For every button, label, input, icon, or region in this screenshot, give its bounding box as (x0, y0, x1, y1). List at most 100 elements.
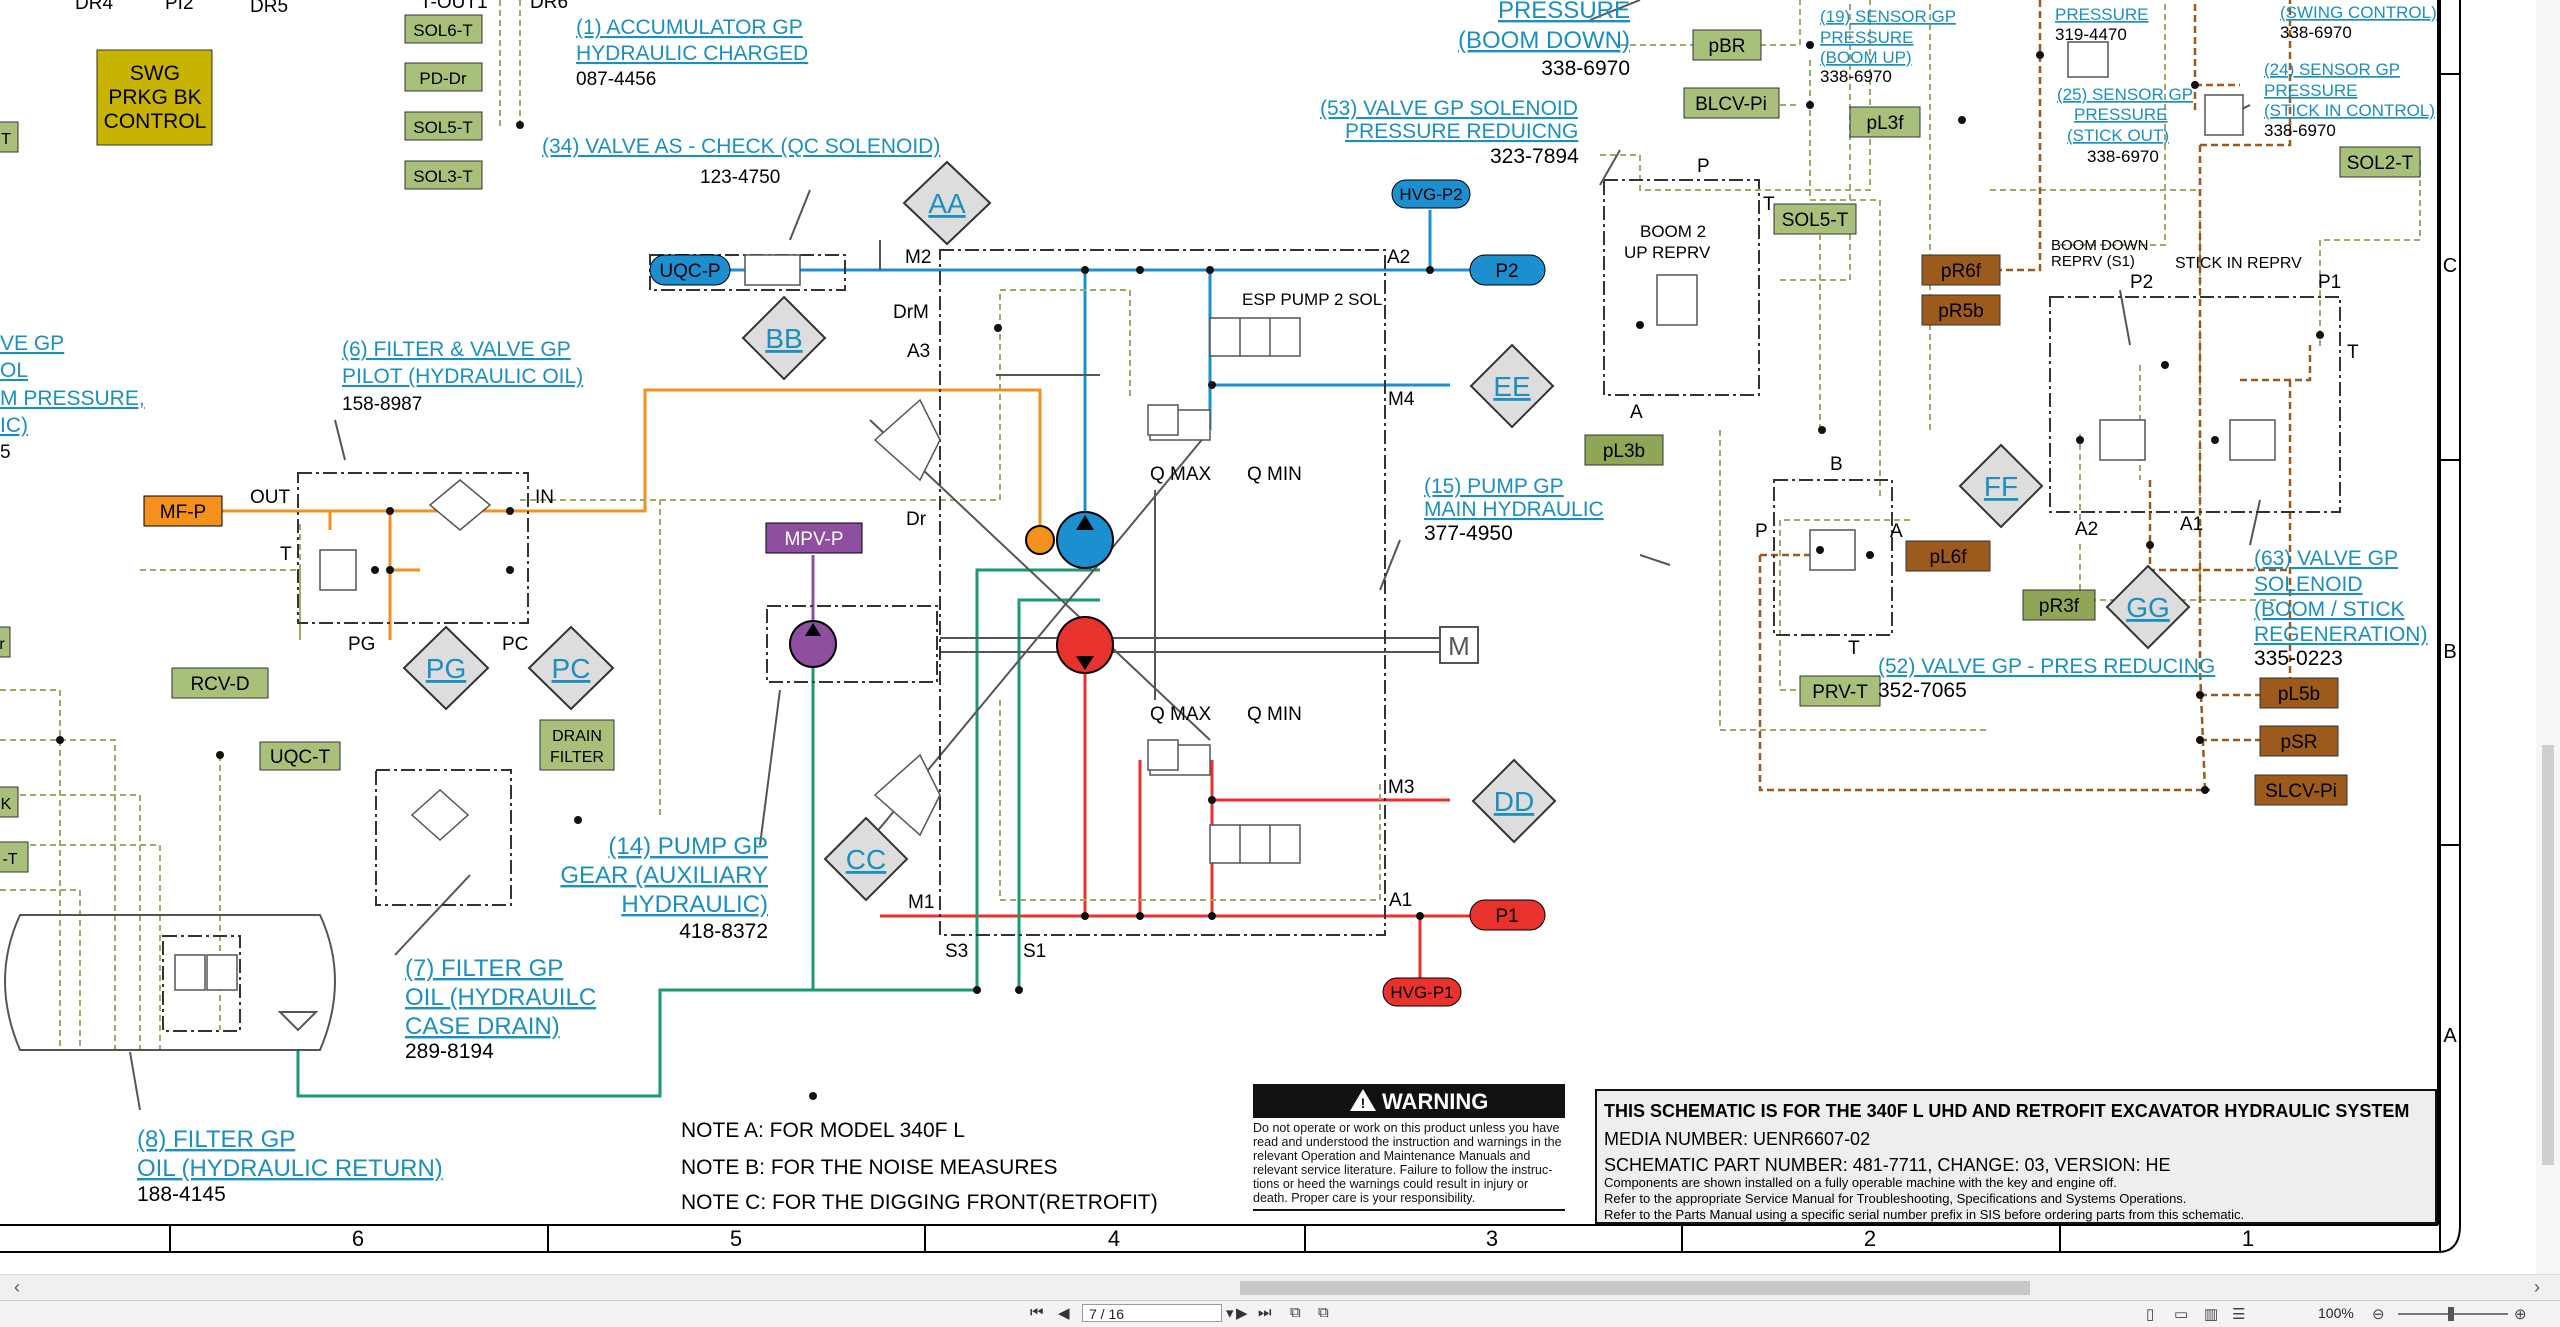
facing-pages-icon[interactable]: ▥ (2204, 1306, 2219, 1323)
component-labels: DR4 PI2 DR5 T-OUT1 DR6 (1) ACCUMULATOR G… (0, 0, 2437, 1214)
warning-title: WARNING (1382, 1089, 1488, 1114)
svg-text:IC)[interactable]: IC) (0, 414, 28, 437)
svg-text:P2: P2 (2130, 272, 2153, 293)
label-filter-6[interactable]: (6) FILTER & VALVE GP (342, 338, 571, 361)
svg-text:HYDRAULIC CHARGED[interactable]: HYDRAULIC CHARGED (576, 42, 808, 65)
label-filter-7[interactable]: (7) FILTER GP (405, 955, 563, 982)
svg-text:GEAR (AUXILIARY[interactable]: GEAR (AUXILIARY (560, 862, 768, 889)
continuous-page-icon[interactable]: ▭ (2174, 1306, 2189, 1323)
svg-text:T: T (1848, 638, 1860, 659)
svg-text:S1: S1 (1023, 941, 1046, 962)
port-p2: P2 (1495, 261, 1518, 282)
red-lines (880, 650, 1480, 988)
svg-text:REPRV (S1): REPRV (S1) (2051, 253, 2135, 270)
svg-text:Components are shown installed: Components are shown installed on a full… (1604, 1175, 2117, 1190)
svg-text:M PRESSURE,[interactable]: M PRESSURE, (0, 387, 145, 410)
svg-text:T: T (280, 544, 292, 565)
tag-pr6f: pR6f (1941, 261, 1982, 282)
label-valve-34[interactable]: (34) VALVE AS - CHECK (QC SOLENOID) (542, 135, 940, 158)
svg-text:PILOT (HYDRAULIC OIL)[interactable]: PILOT (HYDRAULIC OIL) (342, 365, 583, 388)
svg-text:MAIN HYDRAULIC[interactable]: MAIN HYDRAULIC (1424, 498, 1604, 521)
last-page-icon[interactable]: ⏭ (1258, 1304, 1272, 1321)
label-pump-15[interactable]: (15) PUMP GP (1424, 475, 1564, 498)
svg-text:BOOM DOWN: BOOM DOWN (2051, 237, 2149, 254)
svg-text:PRESSURE[interactable]: PRESSURE (1820, 28, 1914, 47)
tag-sol6-t: SOL6-T (413, 21, 473, 40)
svg-text:(SWING CONTROL)[interactable]: (SWING CONTROL) (2280, 3, 2437, 22)
svg-text:SOLENOID[interactable]: SOLENOID (2254, 573, 2363, 596)
page-dropdown-icon[interactable]: ▾ (1226, 1305, 1234, 1322)
tag-pd-dr: PD-Dr (419, 69, 467, 88)
note-c: NOTE C: FOR THE DIGGING FRONT(RETROFIT) (681, 1191, 1158, 1214)
tag-sol3-t: SOL3-T (413, 167, 473, 186)
continuous-facing-icon[interactable]: ☰ (2232, 1306, 2246, 1323)
schematic-part-number: SCHEMATIC PART NUMBER: 481-7711, CHANGE:… (1604, 1155, 2171, 1175)
viewer-status-bar: ⏮ ◀ 7 / 16 ▾ ▶ ⏭ ⧉ ⧉ ▯ ▭ ▥ ☰ 100% ⊖ ⊕ (0, 1300, 2560, 1327)
scroll-left-icon[interactable]: ‹ (14, 1277, 20, 1297)
zoom-slider-handle[interactable] (2448, 1307, 2454, 1321)
zoom-in-icon[interactable]: ⊕ (2514, 1306, 2527, 1323)
single-page-icon[interactable]: ▯ (2146, 1306, 2155, 1323)
tag-slcv-pi: SLCV-Pi (2265, 781, 2337, 802)
svg-text:read and understood the instru: read and understood the instruction and … (1253, 1135, 1562, 1149)
svg-text:!: ! (1361, 1095, 1366, 1111)
horizontal-scrollbar[interactable]: ‹ › (0, 1274, 2560, 1301)
tag-pr3f: pR3f (2039, 596, 2080, 617)
copy-view-icon[interactable]: ⧉ (1290, 1304, 1301, 1321)
svg-text:PRESSURE[interactable]: PRESSURE (2074, 105, 2168, 124)
svg-text:(STICK IN CONTROL)[interactable]: (STICK IN CONTROL) (2264, 101, 2435, 120)
zoom-level[interactable]: 100% (2318, 1305, 2354, 1321)
svg-text:Do not operate or work on this: Do not operate or work on this product u… (1253, 1121, 1559, 1135)
svg-text:OIL (HYDRAULIC RETURN)[interactable]: OIL (HYDRAULIC RETURN) (137, 1155, 443, 1182)
label-valve-52[interactable]: (52) VALVE GP - PRES REDUCING (1878, 655, 2215, 678)
label-sensor-19[interactable]: (19) SENSOR GP (1820, 7, 1956, 26)
diamond-aa: AA (928, 188, 966, 219)
svg-text:(STICK OUT)[interactable]: (STICK OUT) (2067, 126, 2169, 145)
svg-text:(BOOM UP)[interactable]: (BOOM UP) (1820, 48, 1912, 67)
next-page-icon[interactable]: ▶ (1236, 1305, 1248, 1322)
prev-page-icon[interactable]: ◀ (1058, 1305, 1070, 1322)
svg-text:PRESSURE[interactable]: PRESSURE (1498, 0, 1630, 24)
scroll-right-icon[interactable]: › (2534, 1277, 2540, 1297)
svg-text:PRESSURE REDUICNG[interactable]: PRESSURE REDUICNG (1345, 120, 1578, 143)
label-valve-63[interactable]: (63) VALVE GP (2254, 547, 2398, 570)
svg-text:P: P (1755, 521, 1768, 542)
schematic-heading: THIS SCHEMATIC IS FOR THE 340F L UHD AND… (1604, 1101, 2409, 1121)
svg-text:IN: IN (535, 487, 554, 508)
label-sensor-25[interactable]: (25) SENSOR GP (2057, 85, 2193, 104)
page-number-field[interactable]: 7 / 16 (1082, 1304, 1222, 1322)
zoom-out-icon[interactable]: ⊖ (2372, 1306, 2385, 1323)
diamond-dd: DD (1494, 786, 1534, 817)
svg-text:087-4456: 087-4456 (576, 69, 656, 90)
svg-text:OIL (HYDRAUILC[interactable]: OIL (HYDRAUILC (405, 984, 596, 1011)
label-accumulator[interactable]: (1) ACCUMULATOR GP (576, 16, 803, 39)
vertical-scroll-thumb[interactable] (2542, 745, 2554, 1165)
svg-text:338-6970: 338-6970 (2280, 23, 2352, 42)
svg-text:PRESSURE[interactable]: PRESSURE (2264, 81, 2358, 100)
label-sensor-24[interactable]: (24) SENSOR GP (2264, 60, 2400, 79)
svg-text:HYDRAULIC)[interactable]: HYDRAULIC) (621, 891, 768, 918)
svg-text:DR5: DR5 (250, 0, 288, 17)
first-page-icon[interactable]: ⏮ (1030, 1304, 1044, 1321)
frame (0, 0, 2461, 1253)
swg-prkg-bk-control: SWG PRKG BK CONTROL (96, 49, 213, 146)
svg-text:(BOOM / STICK[interactable]: (BOOM / STICK (2254, 598, 2405, 621)
svg-text:OL[interactable]: OL (0, 359, 28, 382)
svg-text:REGENERATION)[interactable]: REGENERATION) (2254, 623, 2427, 646)
label-pump-14[interactable]: (14) PUMP GP (608, 833, 768, 860)
svg-text:CONTROL: CONTROL (104, 110, 207, 133)
svg-text:A2: A2 (2075, 519, 2098, 540)
svg-text:PRESSURE[interactable]: PRESSURE (2055, 5, 2149, 24)
vertical-scrollbar[interactable] (2536, 0, 2560, 1274)
new-window-icon[interactable]: ⧉ (1318, 1304, 1329, 1321)
horizontal-scroll-thumb[interactable] (1240, 1281, 2030, 1295)
label-valve-53[interactable]: (53) VALVE GP SOLENOID (1320, 97, 1578, 120)
svg-text:VE GP[interactable]: VE GP (0, 332, 64, 355)
port-hvg-p1: HVG-P1 (1390, 983, 1453, 1002)
svg-text:CASE DRAIN)[interactable]: CASE DRAIN) (405, 1013, 560, 1040)
svg-text:(BOOM DOWN)[interactable]: (BOOM DOWN) (1458, 27, 1630, 54)
label-filter-8[interactable]: (8) FILTER GP (137, 1126, 295, 1153)
svg-text:UP REPRV: UP REPRV (1624, 243, 1711, 262)
tag-pbr: pBR (1709, 36, 1746, 57)
valve-symbols (174, 41, 2276, 991)
